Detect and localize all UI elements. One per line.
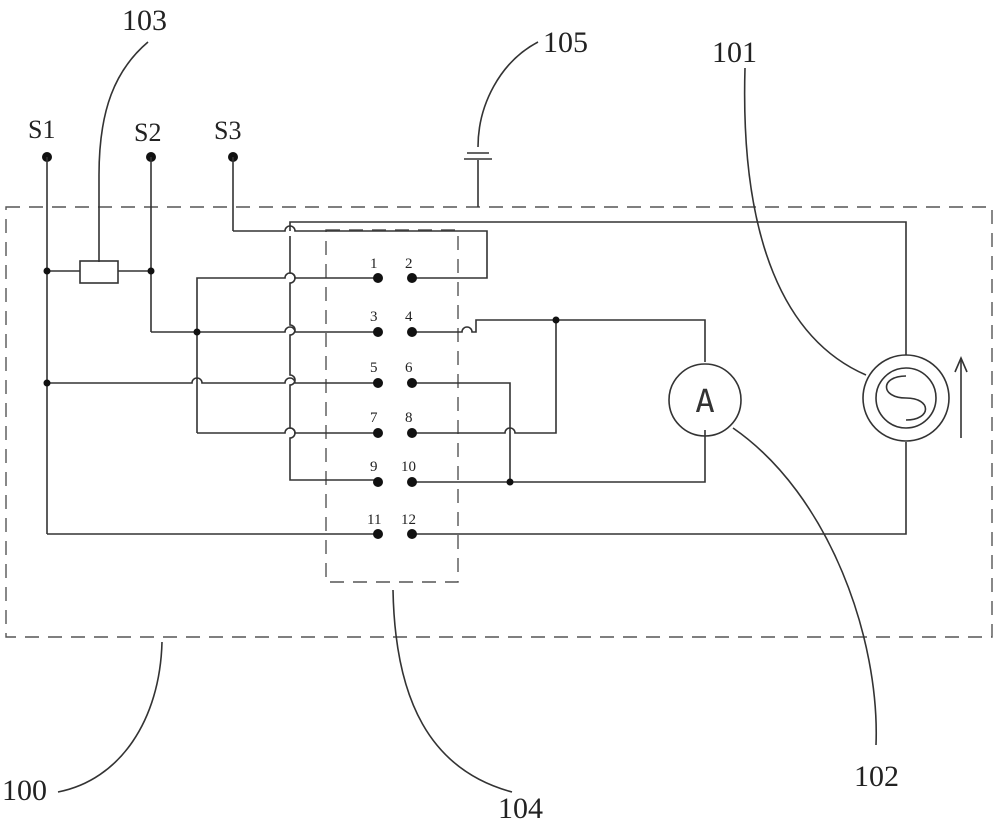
resistor-symbol [47,260,151,284]
pin-label: 3 [370,309,378,325]
ammeter-letter: A [695,382,714,420]
leader-101 [743,67,867,376]
connector-pin-dots [373,273,417,539]
pin-label: 1 [370,256,378,272]
label-101: 101 [712,36,757,69]
pin-label: 8 [405,410,413,426]
ac-source-symbol [862,354,968,442]
leader-103 [98,41,149,262]
wiring [47,221,907,535]
label-100: 100 [2,774,47,807]
housing-dashed-boundary [5,206,993,638]
pin-label: 6 [405,360,413,376]
pin-label: 5 [370,360,378,376]
terminal-s1 [42,152,52,534]
pin-label: 7 [370,410,378,426]
label-s3: S3 [214,116,241,145]
label-102: 102 [854,760,899,793]
leader-105 [477,41,539,148]
label-105: 105 [543,26,588,59]
pin-label: 9 [370,459,378,475]
pin-label: 4 [405,309,413,325]
leader-100 [57,641,163,793]
leader-104 [392,589,513,793]
label-s2: S2 [134,118,161,147]
ground-symbol [464,152,492,207]
connector-pin-labels: 1 2 3 4 5 6 7 8 9 10 11 12 [367,256,416,528]
pin-label: 10 [401,459,416,475]
junction-dots [43,267,560,486]
connector-dashed-boundary [325,229,459,583]
leader-102 [732,427,877,746]
terminal-s2 [146,152,156,332]
terminal-s3 [228,152,238,231]
pin-label: 2 [405,256,413,272]
pin-label: 12 [401,512,416,528]
label-104: 104 [498,792,543,825]
label-s1: S1 [28,115,55,144]
ammeter-symbol: A [668,363,742,437]
pin-label: 11 [367,512,381,528]
label-103: 103 [122,4,167,37]
